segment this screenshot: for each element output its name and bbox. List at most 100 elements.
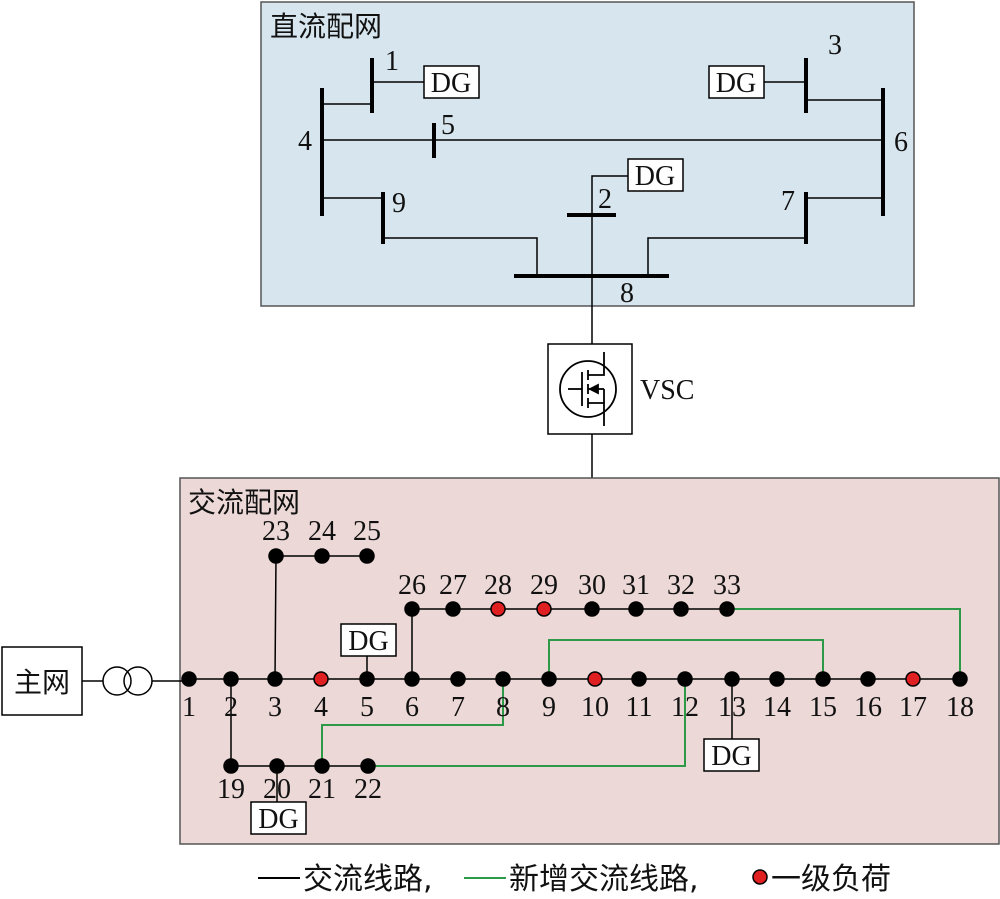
ac-node — [181, 671, 197, 687]
ac-node — [815, 671, 831, 687]
new-line-12-22 — [368, 679, 686, 767]
dc-bus-label: 4 — [298, 126, 312, 157]
ac-node-label: 11 — [626, 692, 653, 723]
legend: 交流线路, 新增交流线路, 一级负荷 — [258, 862, 891, 897]
ac-node-label: 27 — [439, 570, 467, 601]
ac-node-label: 25 — [353, 516, 381, 547]
ac-node — [584, 601, 600, 617]
svg-text:DG: DG — [431, 68, 471, 99]
ac-node-label: 30 — [578, 570, 606, 601]
ac-node — [223, 671, 239, 687]
ac-node-label: 5 — [360, 692, 374, 723]
ac-node-primary-load — [587, 671, 603, 687]
ac-node-label: 14 — [763, 692, 791, 723]
ac-node — [631, 671, 647, 687]
ac-node-label: 29 — [530, 570, 558, 601]
ac-node — [223, 758, 239, 774]
ac-node — [952, 671, 968, 687]
dc-bus-label: 5 — [441, 110, 455, 141]
ac-node-label: 20 — [263, 774, 291, 805]
svg-text:DG: DG — [716, 68, 756, 99]
ac-node — [267, 671, 283, 687]
ac-node — [269, 758, 285, 774]
main-grid-label: 主网 — [14, 666, 70, 699]
ac-node — [495, 671, 511, 687]
ac-node-label: 18 — [946, 692, 974, 723]
dc-bus-label: 6 — [894, 127, 908, 158]
dg-box: DG — [423, 65, 480, 99]
ac-node — [359, 671, 375, 687]
ac-node-label: 8 — [496, 692, 510, 723]
ac-node-label: 12 — [671, 692, 699, 723]
ac-node — [673, 601, 689, 617]
legend-new-line-label: 新增交流线路, — [509, 862, 699, 897]
legend-ac-line-label: 交流线路, — [303, 862, 433, 897]
ac-node — [628, 601, 644, 617]
ac-node-label: 17 — [899, 692, 927, 723]
ac-node-primary-load — [313, 671, 329, 687]
dc-bus-label: 8 — [620, 278, 634, 309]
new-ac-lines — [321, 608, 961, 767]
dc-network-title: 直流配网 — [270, 10, 382, 43]
ac-node — [445, 601, 461, 617]
dg-box: DG — [627, 158, 684, 192]
ac-network-title: 交流配网 — [188, 486, 300, 519]
dc-bus-label: 9 — [392, 188, 406, 219]
ac-node — [541, 671, 557, 687]
ac-node-label: 3 — [268, 692, 282, 723]
ac-node-label: 21 — [308, 774, 336, 805]
dc-lines — [322, 81, 883, 276]
dg-label: DG — [711, 741, 751, 772]
ac-node-label: 26 — [398, 570, 426, 601]
ac-node-label: 9 — [542, 692, 556, 723]
ac-node-label: 33 — [713, 570, 741, 601]
ac-node-label: 16 — [854, 692, 882, 723]
new-line-8-21 — [321, 679, 504, 766]
ac-node-label: 31 — [622, 570, 650, 601]
legend-primary-load-swatch — [752, 869, 768, 885]
ac-node-label: 6 — [405, 692, 419, 723]
ac-node — [719, 601, 735, 617]
ac-node — [677, 671, 693, 687]
dg-box: DG — [703, 679, 760, 772]
ac-node — [450, 671, 466, 687]
ac-node-primary-load — [536, 601, 552, 617]
dg-box: DG — [708, 65, 765, 99]
dc-bus-label: 1 — [385, 46, 399, 77]
dg-box: DG — [340, 623, 397, 679]
ac-node-label: 24 — [308, 516, 336, 547]
ac-node-label: 10 — [581, 692, 609, 723]
dg-label: DG — [258, 804, 298, 835]
ac-node — [314, 758, 330, 774]
ac-node — [769, 671, 785, 687]
ac-node — [404, 601, 420, 617]
dc-bus-label: 2 — [598, 184, 612, 215]
ac-node — [404, 671, 420, 687]
ac-node-label: 7 — [451, 692, 465, 723]
ac-node — [860, 671, 876, 687]
new-line-9-15 — [548, 639, 824, 679]
ac-node-label: 4 — [314, 692, 328, 723]
ac-node-label: 15 — [809, 692, 837, 723]
ac-node-label: 19 — [217, 774, 245, 805]
ac-node — [268, 548, 284, 564]
ac-node-label: 22 — [354, 774, 382, 805]
ac-nodes — [181, 548, 968, 774]
dc-panel — [260, 1, 915, 307]
ac-node-label: 1 — [182, 692, 196, 723]
dc-bus-label: 7 — [781, 186, 795, 217]
ac-dg-units: DG DG DG — [250, 623, 760, 835]
mosfet-icon — [559, 352, 617, 426]
dc-network: 直流配网 DG D — [260, 1, 915, 309]
ac-node — [724, 671, 740, 687]
transformer-icon — [102, 666, 153, 696]
ac-node-label: 2 — [224, 692, 238, 723]
dc-bus-label: 3 — [828, 30, 842, 61]
ac-node — [360, 758, 376, 774]
ac-panel — [179, 477, 1000, 845]
ac-node-primary-load — [490, 601, 506, 617]
